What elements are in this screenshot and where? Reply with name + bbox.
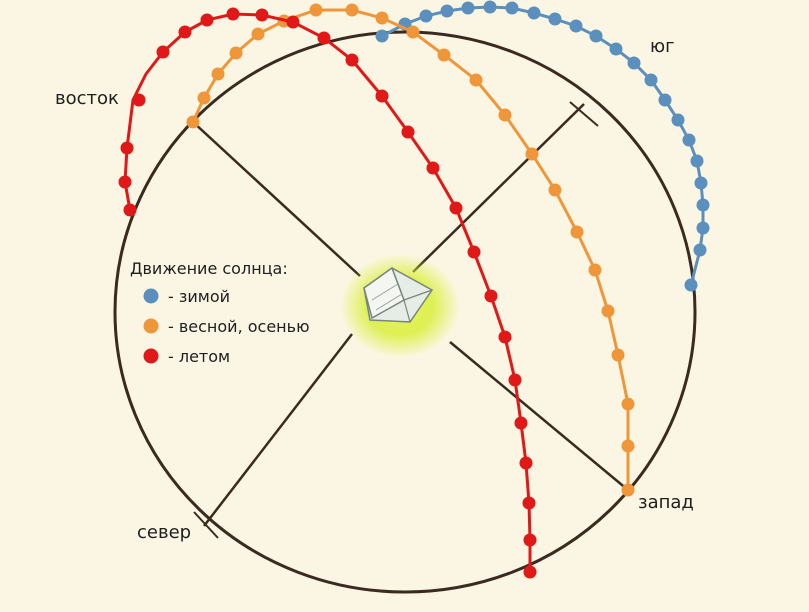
- greenhouse-icon: [340, 254, 460, 358]
- line-east-west-se: [449, 341, 629, 491]
- summer-point: [156, 45, 170, 59]
- legend-title: Движение солнца:: [130, 259, 288, 278]
- winter-point: [440, 4, 454, 18]
- direction-east-label: восток: [55, 88, 119, 109]
- spring-autumn-point: [251, 27, 265, 41]
- winter-point: [609, 42, 623, 56]
- winter-point: [461, 1, 475, 15]
- summer-point: [226, 7, 240, 21]
- summer-point: [345, 53, 359, 67]
- spring-autumn-point: [211, 67, 225, 81]
- summer-point: [467, 245, 481, 259]
- summer-point: [484, 289, 498, 303]
- path-spring-autumn-line: [191, 8, 630, 490]
- summer-point: [178, 25, 192, 39]
- spring-autumn-point: [611, 348, 625, 362]
- spring-autumn-point: [621, 439, 635, 453]
- summer-point: [401, 125, 415, 139]
- summer-point: [286, 15, 300, 29]
- winter-point: [684, 278, 698, 292]
- summer-point: [498, 330, 512, 344]
- spring-autumn-point: [548, 183, 562, 197]
- summer-point: [514, 416, 528, 430]
- summer-point: [120, 141, 134, 155]
- winter-point: [419, 9, 433, 23]
- winter-point: [671, 113, 685, 127]
- spring-autumn-point: [345, 3, 359, 17]
- winter-point: [682, 133, 696, 147]
- path-summer-points: [118, 7, 537, 579]
- summer-point: [123, 203, 137, 217]
- line-north-south-ne: [412, 103, 585, 273]
- spring-autumn-point: [437, 48, 451, 62]
- spring-autumn-point: [498, 108, 512, 122]
- legend-winter-marker: [143, 288, 159, 304]
- legend-summer-marker: [143, 348, 159, 364]
- compass-lines: [192, 101, 629, 539]
- spring-autumn-point: [525, 147, 539, 161]
- summer-point: [200, 13, 214, 27]
- spring-autumn-point: [406, 25, 420, 39]
- path-spring-autumn-points: [186, 3, 635, 497]
- winter-point: [627, 56, 641, 70]
- path-summer: [118, 7, 537, 579]
- winter-point: [375, 29, 389, 43]
- summer-point: [118, 175, 132, 189]
- winter-point: [694, 176, 708, 190]
- spring-autumn-point: [309, 3, 323, 17]
- summer-point: [426, 161, 440, 175]
- winter-point: [696, 221, 710, 235]
- winter-point: [483, 0, 497, 14]
- direction-south-label: юг: [650, 36, 675, 57]
- summer-point: [255, 8, 269, 22]
- winter-point: [696, 198, 710, 212]
- winter-point: [505, 1, 519, 15]
- path-summer-line: [123, 12, 532, 572]
- winter-point: [644, 73, 658, 87]
- winter-point: [527, 6, 541, 20]
- path-spring-autumn: [186, 3, 635, 497]
- winter-point: [569, 19, 583, 33]
- line-east-west-nw: [192, 121, 361, 277]
- summer-point: [375, 89, 389, 103]
- spring-autumn-point: [197, 91, 211, 105]
- spring-autumn-point: [601, 304, 615, 318]
- legend-winter-label: - зимой: [168, 287, 230, 306]
- direction-west-label: запад: [638, 492, 694, 513]
- spring-autumn-point: [469, 73, 483, 87]
- summer-point: [523, 533, 537, 547]
- direction-north-label: север: [137, 522, 191, 543]
- spring-autumn-point: [621, 397, 635, 411]
- spring-autumn-point: [186, 115, 200, 129]
- tick-sw: [193, 511, 219, 539]
- spring-autumn-point: [588, 263, 602, 277]
- winter-point: [693, 243, 707, 257]
- summer-point: [508, 373, 522, 387]
- legend-summer-label: - летом: [168, 347, 230, 366]
- winter-point: [690, 154, 704, 168]
- summer-point: [519, 456, 533, 470]
- legend-spring-autumn-marker: [143, 318, 159, 334]
- spring-autumn-point: [621, 483, 635, 497]
- summer-point: [523, 565, 537, 579]
- spring-autumn-point: [229, 46, 243, 60]
- winter-point: [658, 93, 672, 107]
- winter-point: [548, 12, 562, 26]
- tick-ne: [569, 101, 599, 127]
- winter-point: [589, 29, 603, 43]
- summer-point: [522, 496, 536, 510]
- legend: Движение солнца: - зимой - весной, осень…: [130, 259, 310, 366]
- spring-autumn-point: [375, 11, 389, 25]
- spring-autumn-point: [570, 225, 584, 239]
- horizon-circle: [113, 30, 697, 594]
- line-north-south-sw: [203, 333, 353, 527]
- legend-spring-autumn-label: - весной, осенью: [168, 317, 310, 336]
- summer-point: [449, 201, 463, 215]
- summer-point: [317, 31, 331, 45]
- summer-point: [132, 93, 146, 107]
